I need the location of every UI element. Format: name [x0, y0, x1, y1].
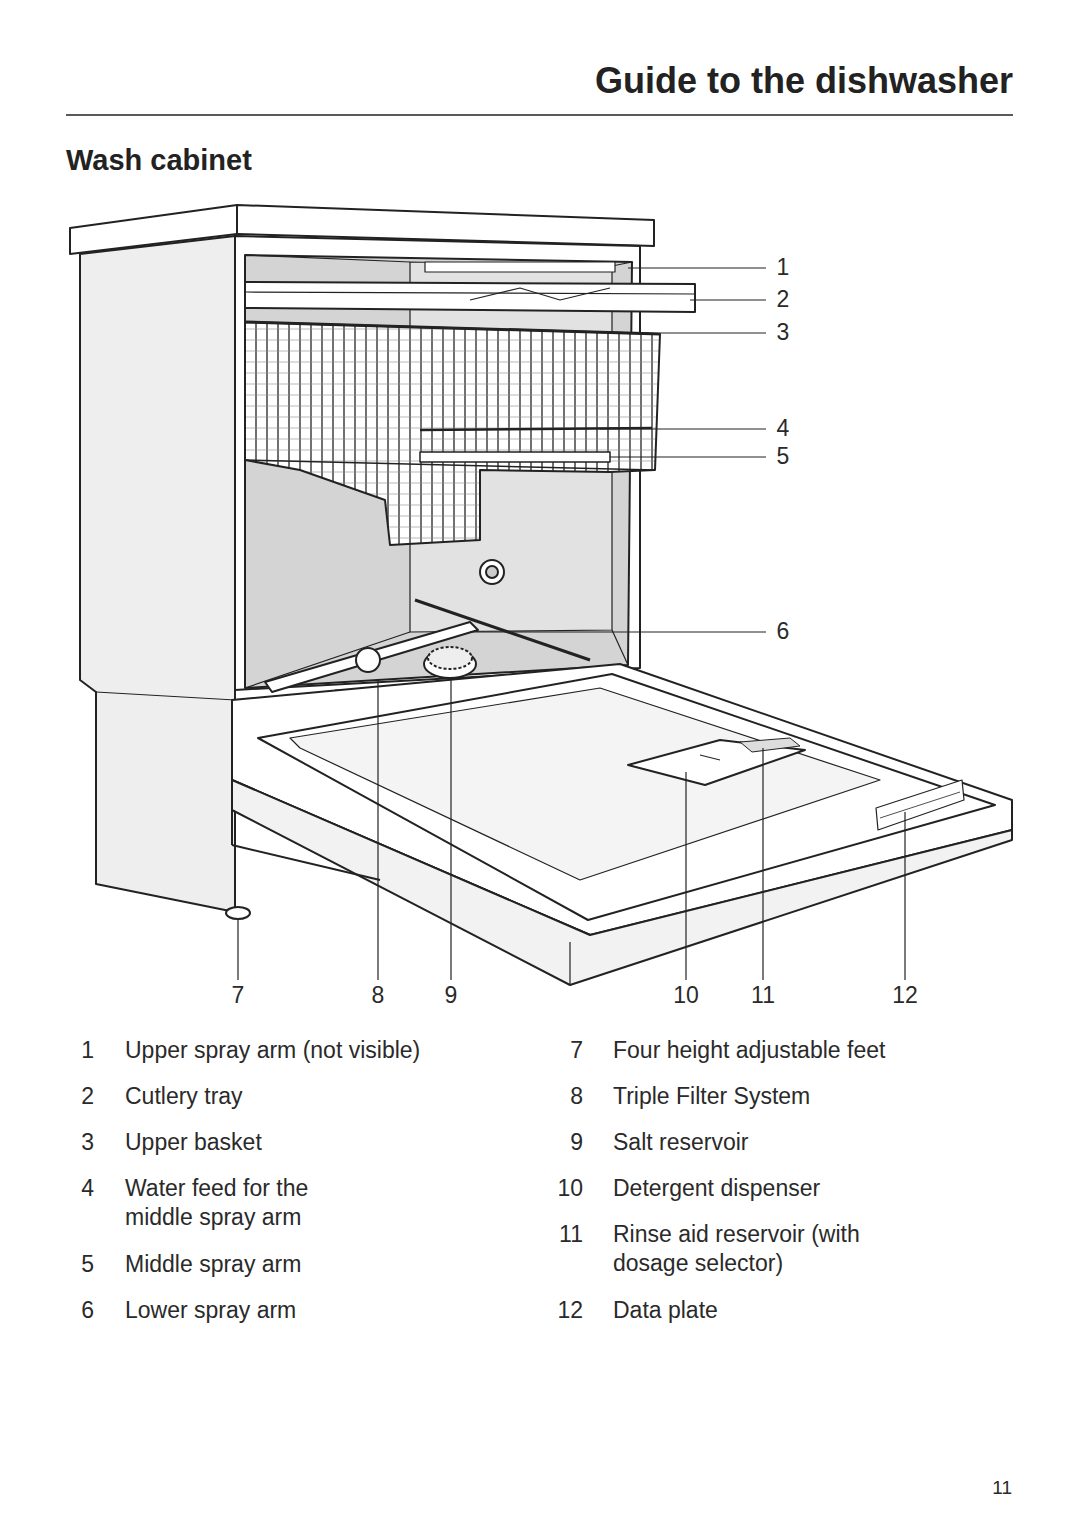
key-number: 10: [543, 1174, 583, 1203]
key-number: 7: [543, 1036, 583, 1065]
key-number: 9: [543, 1128, 583, 1157]
callout-number: 9: [443, 984, 460, 1007]
key-description: Water feed for the middle spray arm: [125, 1174, 375, 1232]
key-description: Detergent dispenser: [613, 1174, 993, 1203]
key-number: 5: [54, 1250, 94, 1279]
key-number: 2: [54, 1082, 94, 1111]
key-description: Data plate: [613, 1296, 993, 1325]
key-description: Upper basket: [125, 1128, 425, 1157]
key-number: 3: [54, 1128, 94, 1157]
callout-number: 5: [775, 445, 792, 468]
key-description: Middle spray arm: [125, 1250, 425, 1279]
callout-number: 11: [749, 984, 777, 1007]
section-heading: Wash cabinet: [66, 142, 252, 178]
callout-number: 4: [775, 417, 792, 440]
page-header: Guide to the dishwasher: [595, 58, 1013, 103]
header-rule: [66, 114, 1013, 116]
key-number: 4: [54, 1174, 94, 1203]
callout-number: 10: [671, 984, 701, 1007]
key-description: Four height adjustable feet: [613, 1036, 993, 1065]
key-number: 11: [543, 1220, 583, 1249]
callout-number: 12: [890, 984, 920, 1007]
key-description: Rinse aid reservoir (with dosage selecto…: [613, 1220, 878, 1278]
page-number: 11: [972, 1476, 1012, 1500]
callout-number: 1: [775, 256, 792, 279]
key-number: 1: [54, 1036, 94, 1065]
callout-number: 6: [775, 620, 792, 643]
dishwasher-drawing: [70, 205, 1012, 985]
key-description: Lower spray arm: [125, 1296, 425, 1325]
key-number: 12: [543, 1296, 583, 1325]
callout-number: 8: [370, 984, 387, 1007]
key-description: Cutlery tray: [125, 1082, 425, 1111]
callout-number: 2: [775, 288, 792, 311]
key-number: 6: [54, 1296, 94, 1325]
key-description: Triple Filter System: [613, 1082, 993, 1111]
key-description: Salt reservoir: [613, 1128, 993, 1157]
key-number: 8: [543, 1082, 583, 1111]
callout-number: 3: [775, 321, 792, 344]
callout-number: 7: [230, 984, 247, 1007]
key-description: Upper spray arm (not visible): [125, 1036, 505, 1065]
leader-lines: [238, 268, 905, 980]
